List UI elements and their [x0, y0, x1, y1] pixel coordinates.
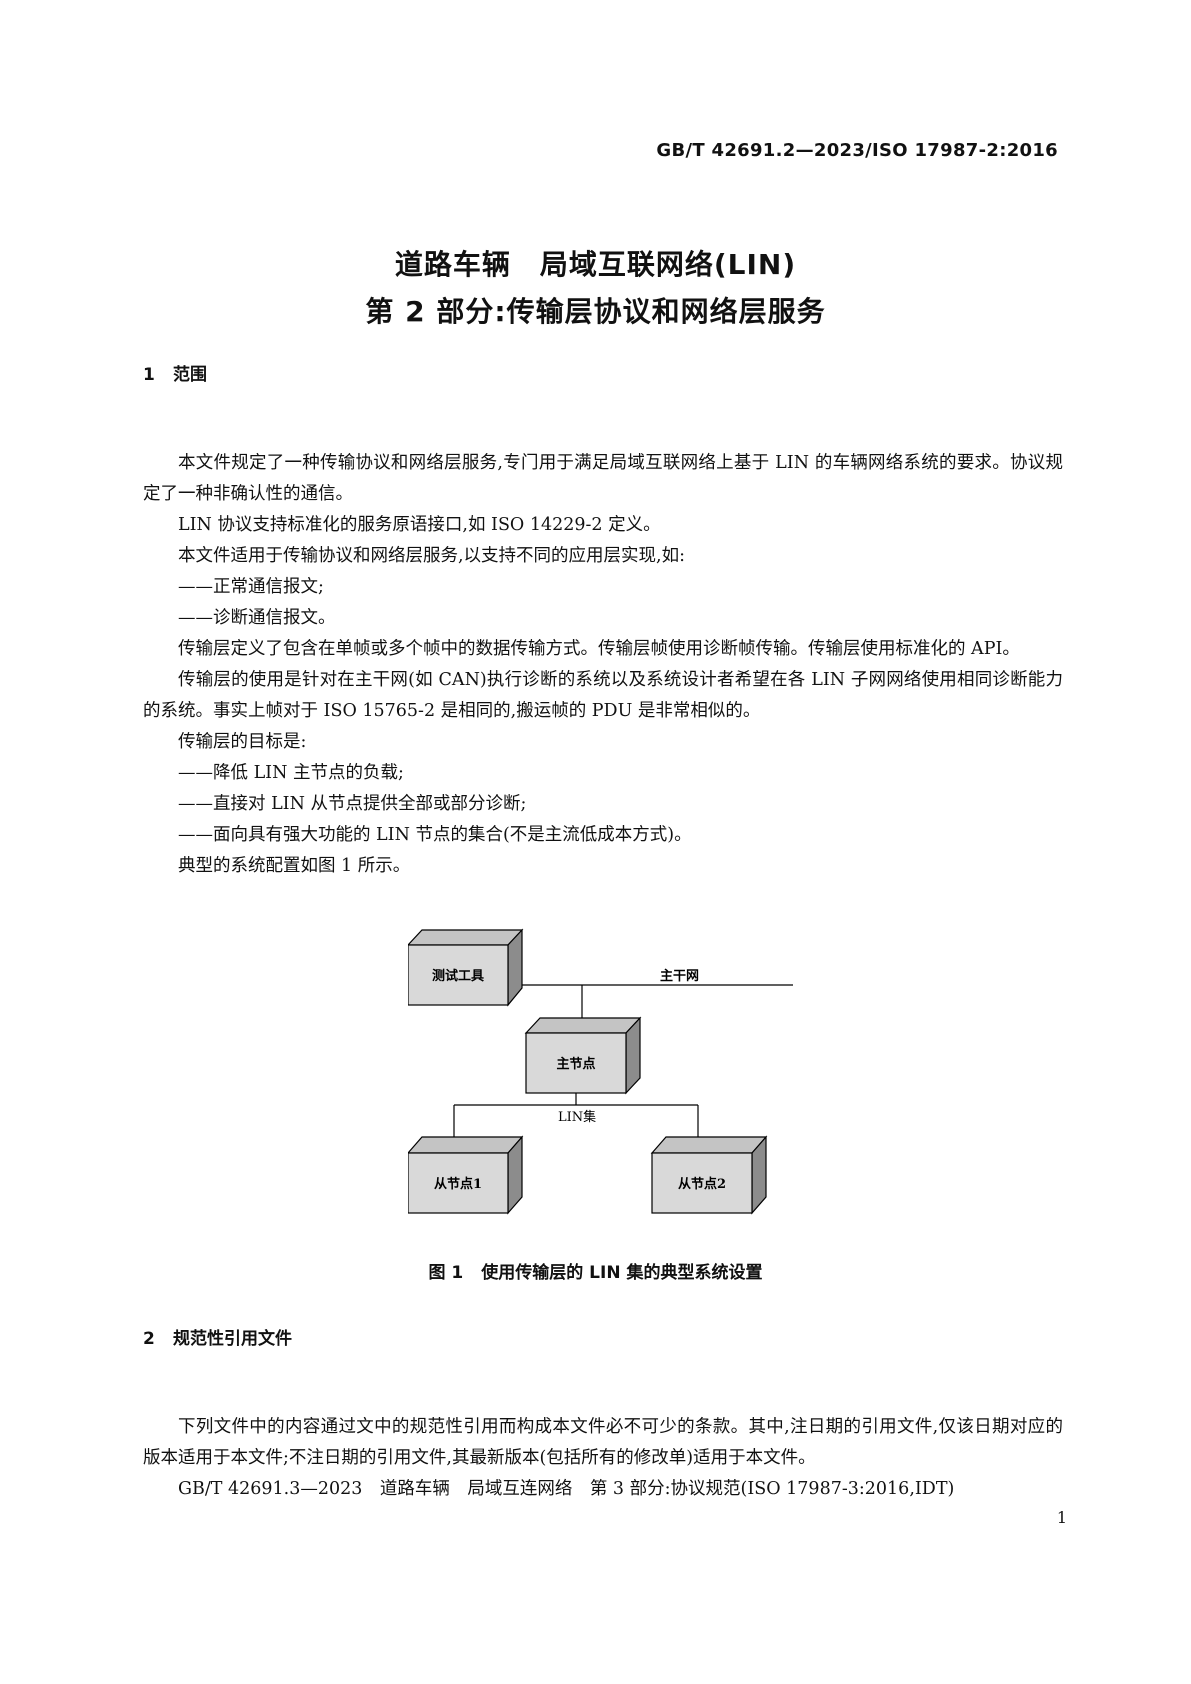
section-title: 规范性引用文件 — [173, 1329, 292, 1349]
document-title-line1: 道路车辆 局域互联网络(LIN) — [394, 248, 797, 281]
lin-cluster-label: LIN集 — [558, 1109, 596, 1125]
test-tool-box: 测试工具 — [408, 928, 524, 1007]
paragraph: 下列文件中的内容通过文中的规范性引用而构成本文件必不可少的条款。其中,注日期的引… — [143, 1417, 1063, 1468]
figure-number: 图 1 — [428, 1263, 464, 1283]
figure-1-caption: 图 1 使用传输层的 LIN 集的典型系统设置 — [0, 1258, 1191, 1283]
backbone-label: 主干网 — [660, 968, 699, 984]
figure-1-diagram: 主干网 测试工具 主节点 LIN集 从节点1 — [408, 928, 793, 1215]
paragraph: 传输层定义了包含在单帧或多个帧中的数据传输方式。传输层帧使用诊断帧传输。传输层使… — [178, 639, 1020, 659]
section-number: 2 — [143, 1329, 155, 1349]
paragraph: LIN 协议支持标准化的服务原语接口,如 ISO 14229-2 定义。 — [178, 515, 661, 535]
reference-entry: GB/T 42691.3—2023 道路车辆 局域互连网络 第 3 部分:协议规… — [178, 1479, 955, 1499]
section-number: 1 — [143, 365, 155, 385]
section-2-heading: 2 规范性引用文件 — [143, 1324, 292, 1349]
paragraph: 本文件适用于传输协议和网络层服务,以支持不同的应用层实现,如: — [178, 546, 686, 566]
scope-body: 本文件规定了一种传输协议和网络层服务,专门用于满足局域互联网络上基于 LIN 的… — [143, 448, 1063, 882]
document-code: GB/T 42691.2—2023/ISO 17987-2:2016 — [656, 140, 1058, 161]
section-title: 范围 — [173, 365, 207, 385]
master-node-box: 主节点 — [524, 1016, 642, 1095]
paragraph: 传输层的目标是: — [178, 732, 307, 752]
test-tool-label: 测试工具 — [432, 968, 484, 984]
slave-node-2-label: 从节点2 — [678, 1176, 726, 1192]
slave-node-2-box: 从节点2 — [650, 1135, 768, 1215]
page-number: 1 — [1056, 1508, 1067, 1527]
master-node-label: 主节点 — [556, 1056, 595, 1072]
list-item: ——降低 LIN 主节点的负载; — [178, 763, 404, 783]
list-item: ——正常通信报文; — [178, 577, 324, 597]
list-item: ——直接对 LIN 从节点提供全部或部分诊断; — [178, 794, 527, 814]
figure-title: 使用传输层的 LIN 集的典型系统设置 — [481, 1263, 763, 1283]
list-item: ——诊断通信报文。 — [178, 608, 336, 628]
list-item: ——面向具有强大功能的 LIN 节点的集合(不是主流低成本方式)。 — [178, 825, 692, 845]
document-title-line2: 第 2 部分:传输层协议和网络层服务 — [365, 295, 826, 328]
slave-node-1-label: 从节点1 — [434, 1176, 482, 1192]
normative-references-body: 下列文件中的内容通过文中的规范性引用而构成本文件必不可少的条款。其中,注日期的引… — [143, 1412, 1063, 1505]
paragraph: 本文件规定了一种传输协议和网络层服务,专门用于满足局域互联网络上基于 LIN 的… — [143, 453, 1063, 504]
slave-node-1-box: 从节点1 — [408, 1135, 524, 1215]
paragraph: 传输层的使用是针对在主干网(如 CAN)执行诊断的系统以及系统设计者希望在各 L… — [143, 670, 1063, 721]
section-1-heading: 1 范围 — [143, 360, 207, 385]
paragraph: 典型的系统配置如图 1 所示。 — [178, 856, 411, 876]
